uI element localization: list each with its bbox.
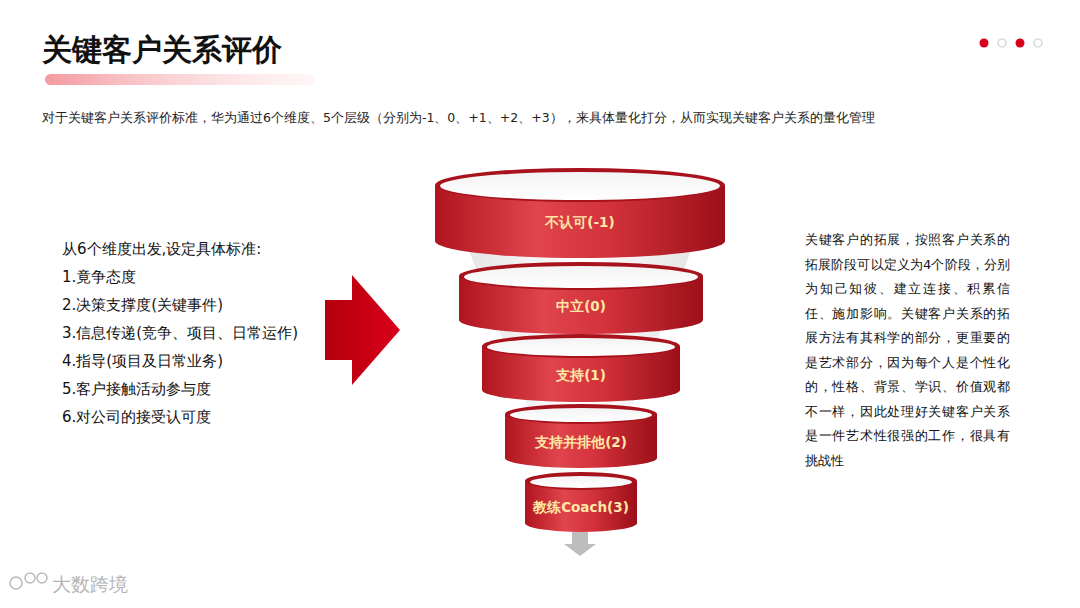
list-item: 4.指导(项目及日常业务) bbox=[62, 352, 223, 371]
watermark: 大数跨境 bbox=[52, 572, 128, 598]
title-underline bbox=[45, 74, 315, 85]
list-heading: 从6个维度出发,设定具体标准: bbox=[62, 240, 261, 259]
list-item: 3.信息传递(竞争、项目、日常运作) bbox=[62, 324, 298, 343]
slide-title: 关键客户关系评价 bbox=[42, 30, 282, 71]
list-item: 5.客户接触活动参与度 bbox=[62, 380, 211, 399]
funnel-band: 不认可(-1) bbox=[435, 168, 725, 258]
band-label: 教练Coach(3) bbox=[525, 499, 637, 517]
funnel-band: 支持(1) bbox=[482, 334, 680, 402]
funnel-band: 支持并排他(2) bbox=[505, 404, 657, 468]
funnel-band: 中立(0) bbox=[459, 262, 703, 334]
funnel-band: 教练Coach(3) bbox=[525, 472, 637, 532]
intro-text: 对于关键客户关系评价标准，华为通过6个维度、5个层级（分别为-1、0、+1、+2… bbox=[42, 110, 875, 127]
watermark-logo bbox=[10, 573, 47, 589]
big-arrow bbox=[325, 275, 400, 385]
list-item: 1.竟争态度 bbox=[62, 268, 136, 287]
band-label: 不认可(-1) bbox=[435, 214, 725, 232]
band-label: 中立(0) bbox=[459, 298, 703, 316]
band-label: 支持(1) bbox=[482, 367, 680, 385]
side-paragraph: 关键客户的拓展，按照客户关系的拓展阶段可以定义为4个阶段，分别为知己知彼、建立连… bbox=[805, 228, 1010, 473]
band-shape bbox=[435, 168, 725, 258]
list-item: 2.决策支撑度(关键事件) bbox=[62, 296, 223, 315]
down-arrow bbox=[564, 532, 596, 556]
band-label: 支持并排他(2) bbox=[505, 434, 657, 452]
page-dots bbox=[980, 39, 1043, 48]
list-item: 6.对公司的接受认可度 bbox=[62, 408, 211, 427]
